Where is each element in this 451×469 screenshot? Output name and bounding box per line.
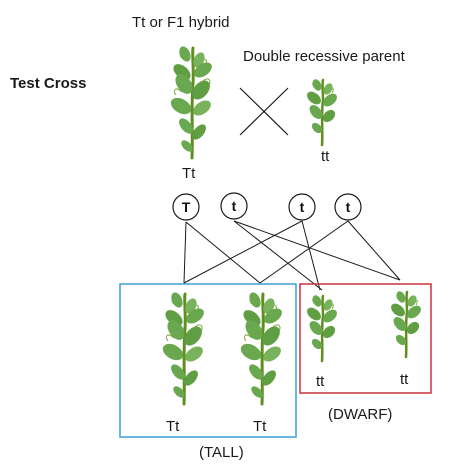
recessive-parent-plant: [303, 76, 341, 147]
dwarf-label: (DWARF): [328, 406, 392, 423]
dwarf-offspring-plant-1: [303, 292, 341, 363]
recessive-genotype: tt: [321, 148, 330, 165]
tall-offspring-genotype-1: Tt: [166, 418, 180, 435]
cross-symbol: [239, 87, 289, 136]
gamete-T-label: T: [182, 199, 191, 215]
hybrid-parent-plant: [166, 43, 217, 160]
gamete-t-2-label: t: [300, 199, 305, 215]
gamete-t-2: t: [288, 193, 316, 221]
tall-offspring-plant-1: [158, 289, 209, 406]
cross-lines: [183, 220, 401, 291]
tall-offspring-genotype-2: Tt: [253, 418, 267, 435]
gamete-t-3: t: [334, 193, 362, 221]
gamete-t-1: t: [220, 192, 248, 220]
dwarf-offspring-genotype-1: tt: [316, 373, 325, 390]
gamete-t-1-label: t: [232, 198, 237, 214]
tall-offspring-plant-2: [236, 289, 287, 406]
title: Test Cross: [10, 75, 86, 92]
dwarf-offspring-box: [299, 283, 432, 394]
hybrid-caption: Tt or F1 hybrid: [132, 14, 230, 31]
gamete-t-3-label: t: [346, 199, 351, 215]
tall-offspring-box: [119, 283, 297, 438]
gamete-T: T: [172, 193, 200, 221]
tall-label: (TALL): [199, 444, 244, 461]
hybrid-genotype: Tt: [182, 165, 196, 182]
dwarf-offspring-plant-2: [387, 288, 425, 359]
recessive-caption: Double recessive parent: [243, 48, 406, 65]
dwarf-offspring-genotype-2: tt: [400, 371, 409, 388]
